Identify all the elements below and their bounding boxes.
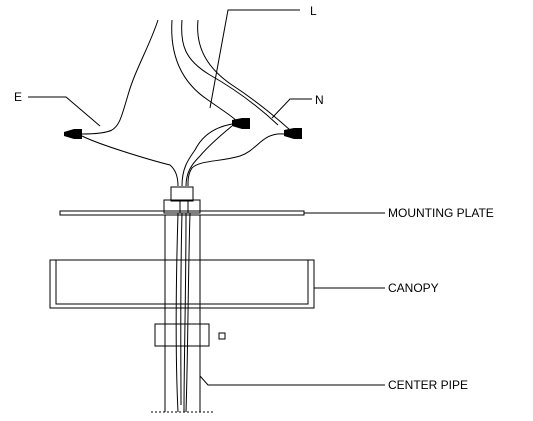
label-mounting-plate: MOUNTING PLATE — [388, 206, 494, 220]
hex-nut — [163, 186, 201, 214]
label-neutral: N — [315, 93, 324, 107]
leader-neutral — [271, 98, 312, 119]
leader-lines — [28, 9, 385, 386]
label-live: L — [310, 4, 317, 18]
wire-nut-earth — [64, 129, 82, 139]
wire-nut-live — [232, 118, 250, 129]
fixture-wires — [81, 123, 285, 187]
leader-center-pipe — [199, 375, 385, 386]
label-center-pipe: CENTER PIPE — [388, 378, 468, 392]
leader-earth — [28, 96, 101, 127]
pipe-wires — [175, 212, 191, 413]
leader-live — [209, 9, 300, 109]
wire-nut-neutral — [284, 128, 302, 139]
supply-wires — [111, 19, 291, 131]
label-earth: E — [14, 90, 22, 104]
center-pipe — [151, 215, 213, 413]
canopy — [49, 259, 315, 309]
label-canopy: CANOPY — [388, 281, 439, 295]
pipe-coupling — [154, 323, 226, 347]
